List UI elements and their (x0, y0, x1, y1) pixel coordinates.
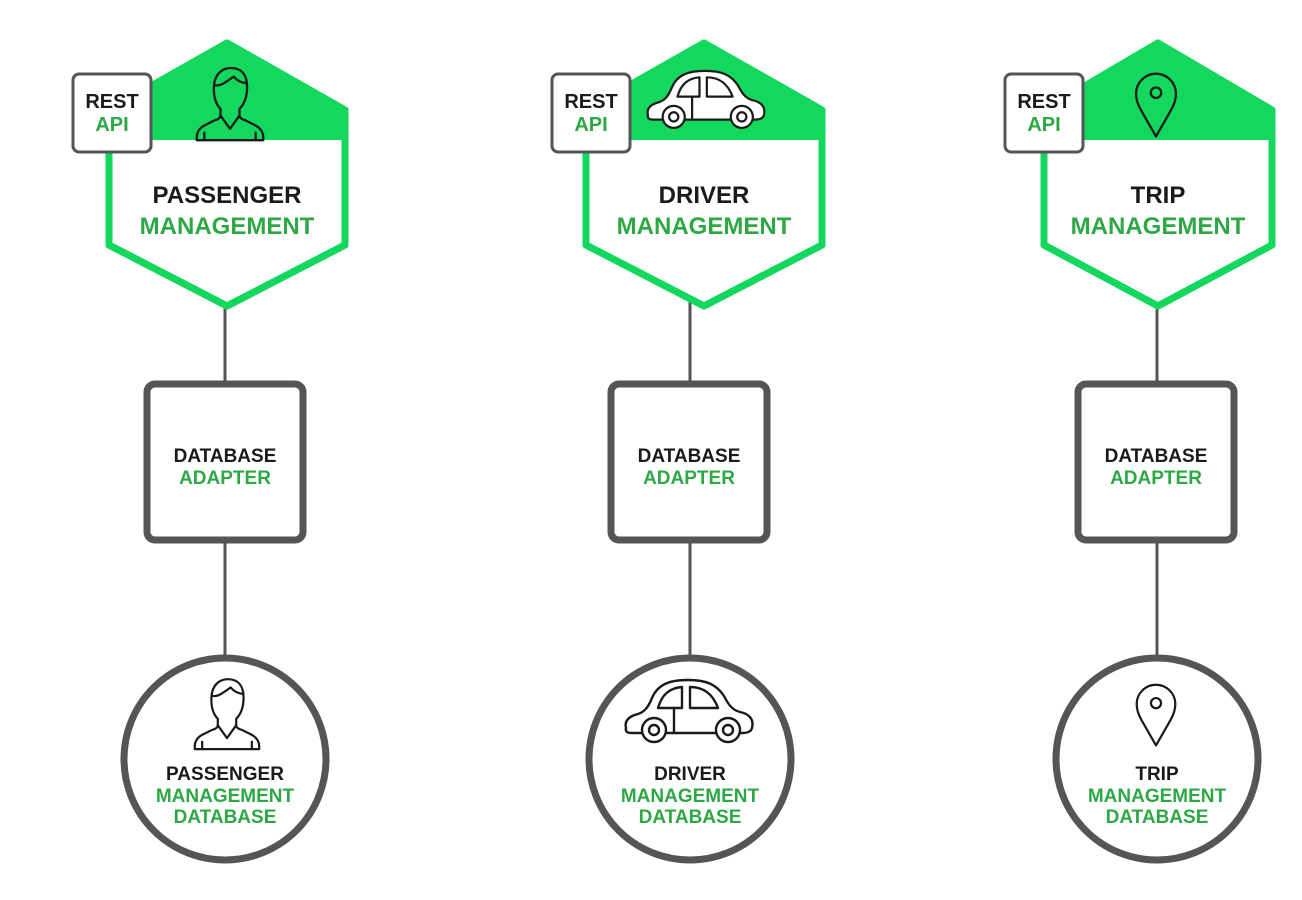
service-title: TRIP (1131, 182, 1186, 209)
database-circle: PASSENGER MANAGEMENT DATABASE (120, 654, 330, 864)
database-line2: MANAGEMENT (156, 786, 295, 807)
rest-api-badge: REST API (550, 72, 632, 154)
adapter-line2: ADAPTER (1110, 468, 1202, 489)
database-circle: DRIVER MANAGEMENT DATABASE (585, 654, 795, 864)
database-line1: DRIVER (654, 764, 726, 785)
column-trip: TRIP MANAGEMENT REST API DATABASE ADAPTE… (1003, 39, 1276, 864)
service-subtitle: MANAGEMENT (617, 213, 792, 240)
database-line2: MANAGEMENT (1088, 786, 1227, 807)
rest-api-line2: API (574, 114, 607, 136)
service-title: DRIVER (659, 182, 750, 209)
database-line2: MANAGEMENT (621, 786, 760, 807)
database-line3: DATABASE (639, 807, 742, 828)
rest-api-line2: API (1027, 114, 1060, 136)
adapter-line2: ADAPTER (179, 468, 271, 489)
adapter-line2: ADAPTER (643, 468, 735, 489)
rest-api-line1: REST (1017, 91, 1070, 113)
adapter-line1: DATABASE (638, 446, 741, 467)
rest-api-line1: REST (85, 91, 138, 113)
database-line3: DATABASE (1106, 807, 1209, 828)
database-line3: DATABASE (174, 807, 277, 828)
adapter-line1: DATABASE (174, 446, 277, 467)
rest-api-badge: REST API (1003, 72, 1085, 154)
service-title: PASSENGER (153, 182, 302, 209)
database-adapter-box: DATABASE ADAPTER (1074, 380, 1238, 544)
adapter-line1: DATABASE (1105, 446, 1208, 467)
column-passenger: PASSENGER MANAGEMENT REST API DATABASE A… (71, 39, 349, 864)
database-adapter-box: DATABASE ADAPTER (143, 380, 307, 544)
database-line1: PASSENGER (166, 764, 284, 785)
database-circle: TRIP MANAGEMENT DATABASE (1052, 654, 1262, 864)
service-subtitle: MANAGEMENT (1071, 213, 1246, 240)
service-subtitle: MANAGEMENT (140, 213, 315, 240)
rest-api-line2: API (95, 114, 128, 136)
database-line1: TRIP (1135, 764, 1179, 785)
rest-api-line1: REST (564, 91, 617, 113)
rest-api-badge: REST API (71, 72, 153, 154)
database-adapter-box: DATABASE ADAPTER (607, 380, 771, 544)
column-driver: DRIVER MANAGEMENT REST API DATABASE ADAP… (550, 39, 826, 864)
